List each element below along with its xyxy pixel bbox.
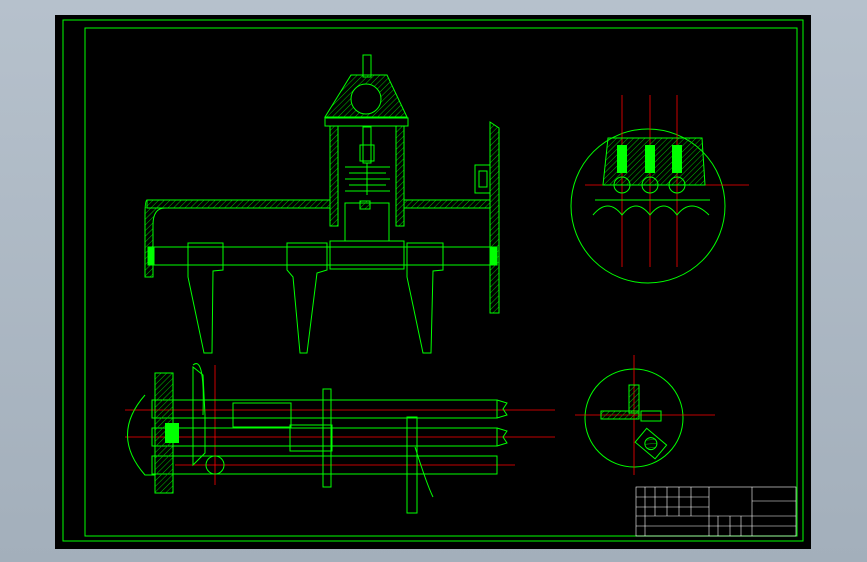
detail-1-wave	[592, 205, 710, 216]
plan-block	[232, 402, 292, 428]
drawing-frame	[62, 19, 804, 542]
center-collar	[329, 240, 405, 270]
main-shaft	[152, 246, 494, 266]
housing-left-wall	[329, 125, 339, 227]
fork-middle	[286, 242, 328, 354]
fork-left	[187, 242, 224, 354]
plan-rod-2	[151, 427, 498, 447]
plan-rod-1	[151, 399, 498, 419]
spring	[345, 163, 390, 195]
housing-right-wall	[395, 125, 405, 227]
detail-view-1	[570, 95, 749, 284]
plan-arc	[127, 394, 155, 476]
bracket-hole	[350, 83, 382, 115]
detail-view-2	[575, 355, 715, 475]
title-block	[635, 486, 797, 537]
fork-right	[406, 242, 444, 354]
bracket-cap	[324, 117, 409, 127]
plan-fork-1	[192, 365, 206, 467]
right-side-wall	[489, 121, 500, 314]
main-assembly-view	[144, 54, 500, 354]
plan-fork-3	[406, 416, 418, 514]
top-stud	[362, 54, 372, 78]
plan-fork-2	[322, 388, 332, 488]
bolt-head	[474, 164, 491, 194]
cad-viewport[interactable]	[55, 15, 811, 549]
horizontal-rail	[146, 199, 331, 209]
plan-rod-3	[151, 455, 498, 475]
plan-view	[125, 363, 555, 514]
